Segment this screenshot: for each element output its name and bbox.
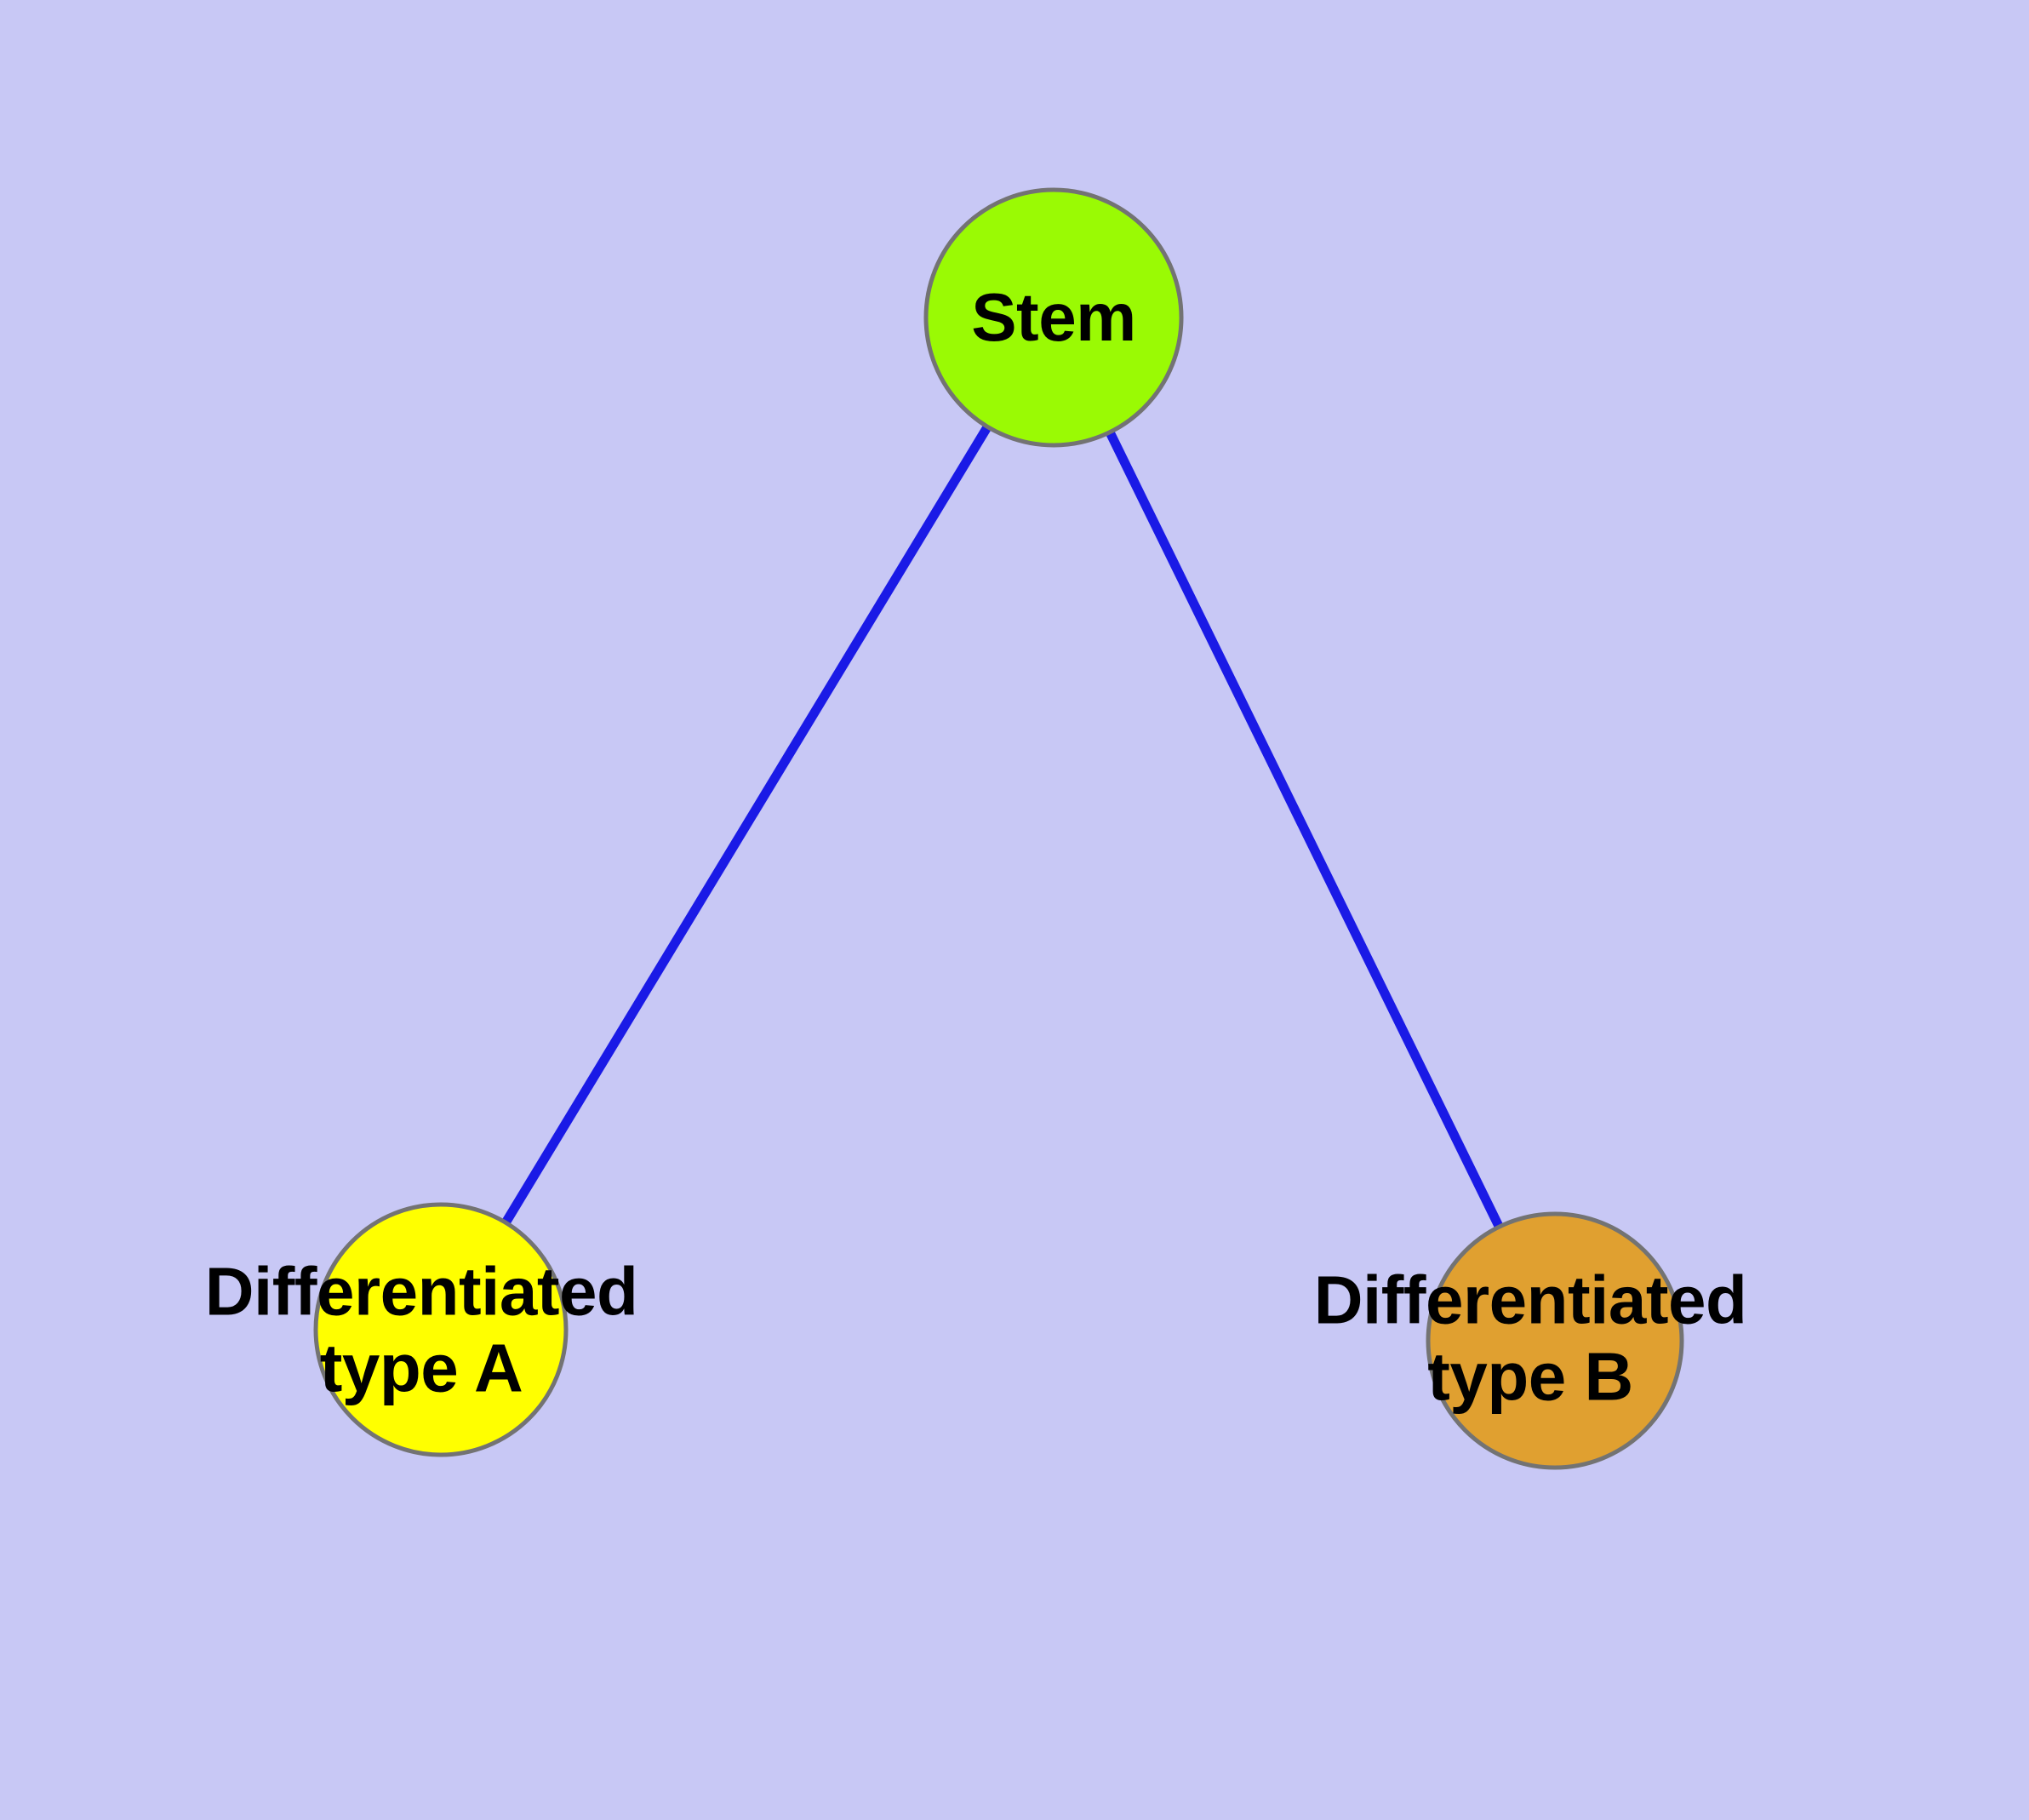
node-layer bbox=[313, 187, 1684, 1470]
node-differentiated-type-b[interactable] bbox=[1426, 1211, 1684, 1470]
edge-layer bbox=[500, 422, 1505, 1231]
edge-stem-to-differentiated-type-a[interactable] bbox=[500, 422, 993, 1227]
edge-stem-to-differentiated-type-b[interactable] bbox=[1105, 428, 1505, 1231]
node-differentiated-type-a[interactable] bbox=[313, 1202, 569, 1457]
node-stem[interactable] bbox=[923, 187, 1184, 448]
